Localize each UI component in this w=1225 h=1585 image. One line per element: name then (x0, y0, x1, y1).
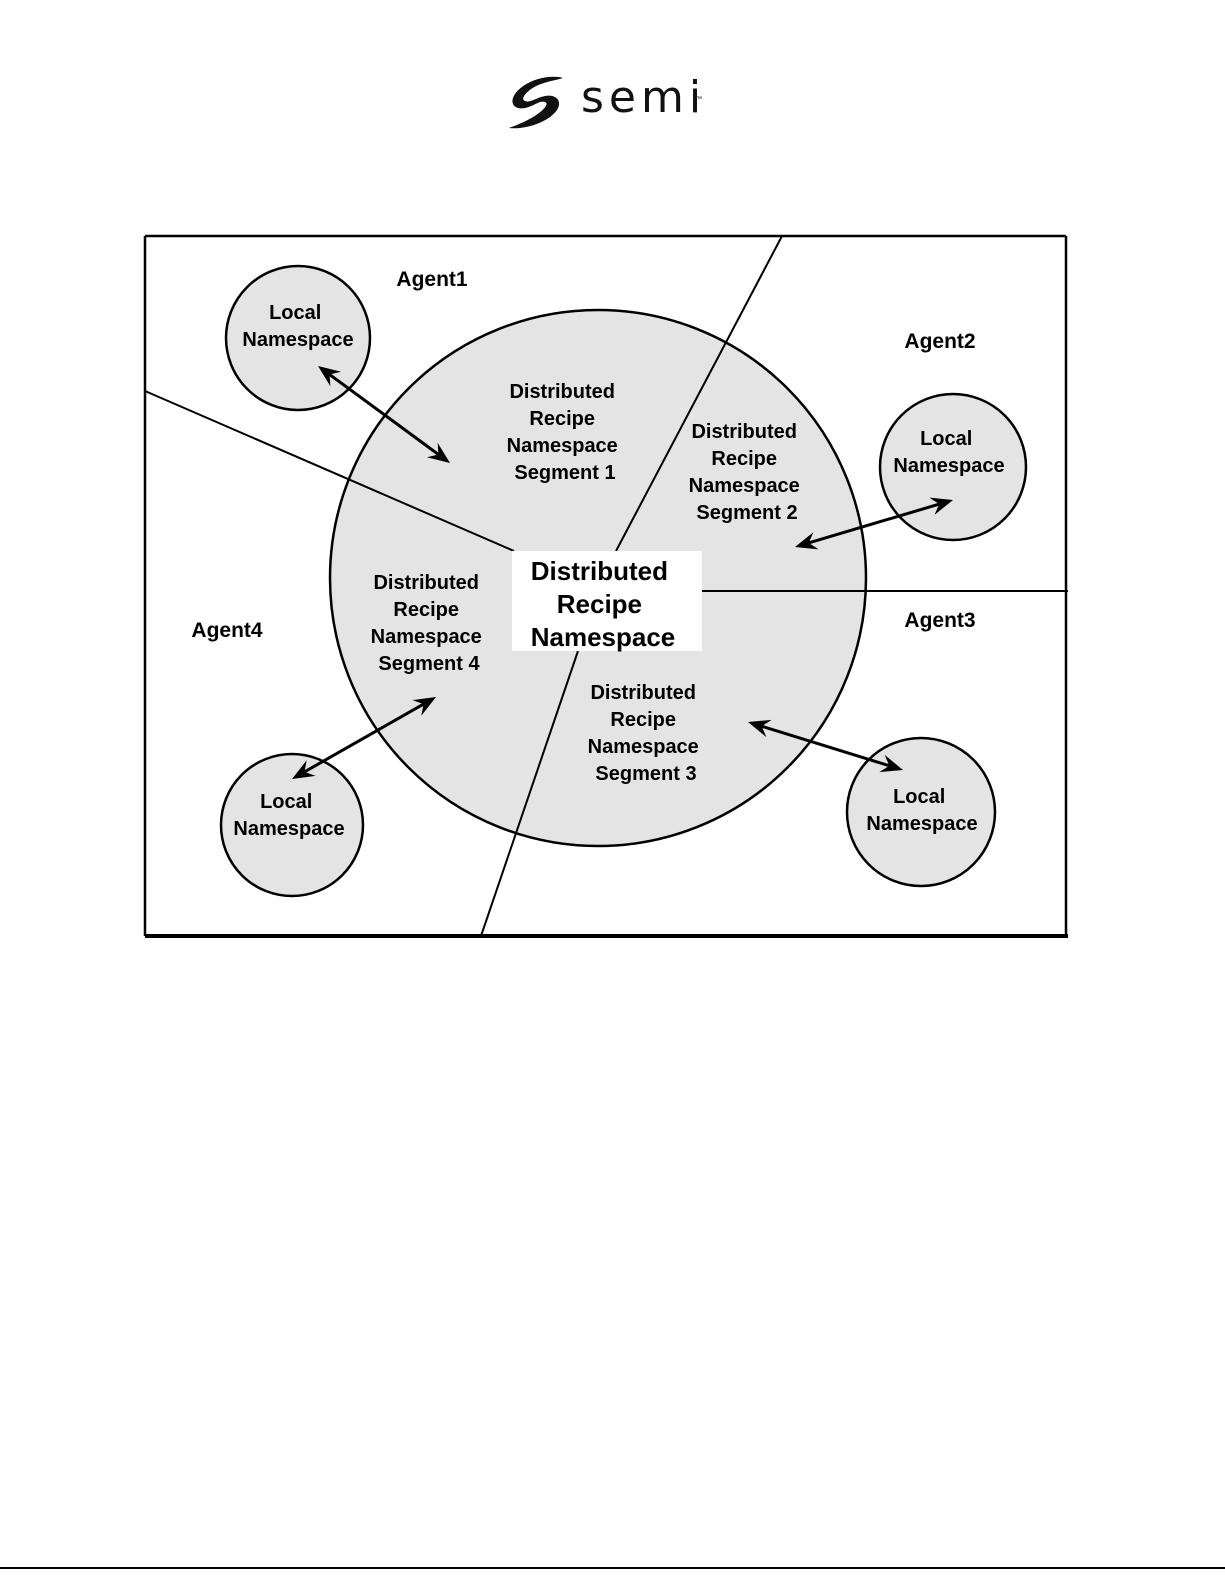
local-label-line: Namespace (233, 818, 344, 840)
local-label-line: Namespace (866, 813, 977, 835)
local-label-line: Local (260, 791, 312, 813)
agent-label-3: Agent3 (904, 609, 975, 632)
local-label-line: Local (893, 786, 945, 808)
center-label-line: Recipe (557, 589, 642, 619)
local-label-line: Namespace (893, 455, 1004, 477)
segment-label-line: Segment 2 (696, 502, 797, 524)
segment-label-line: Distributed (691, 421, 797, 443)
local-label-line: Local (920, 428, 972, 450)
agent-label-2: Agent2 (904, 330, 975, 353)
center-label-line: Distributed (531, 556, 668, 586)
agent-label-4: Agent4 (191, 619, 262, 642)
segment-label-line: Namespace (689, 475, 800, 497)
segment-label-line: Namespace (588, 736, 699, 758)
segment-label-line: Namespace (507, 435, 618, 457)
segment-label-line: Segment 3 (595, 763, 696, 785)
segment-label-line: Distributed (373, 572, 479, 594)
segment-label-line: Recipe (610, 709, 676, 731)
agent-label-1: Agent1 (396, 268, 467, 291)
segment-label-line: Recipe (529, 408, 595, 430)
segment-label-line: Namespace (371, 626, 482, 648)
page-bottom-rule (0, 1567, 1225, 1569)
segment-label-line: Distributed (590, 682, 696, 704)
local-label-line: Local (269, 302, 321, 324)
segment-label-line: Distributed (509, 381, 615, 403)
segment-label-line: Segment 4 (378, 653, 480, 675)
segment-label-line: Segment 1 (514, 462, 615, 484)
center-label-line: Namespace (531, 622, 676, 652)
segment-label-line: Recipe (711, 448, 777, 470)
segment-label-line: Recipe (393, 599, 459, 621)
local-label-line: Namespace (242, 329, 353, 351)
